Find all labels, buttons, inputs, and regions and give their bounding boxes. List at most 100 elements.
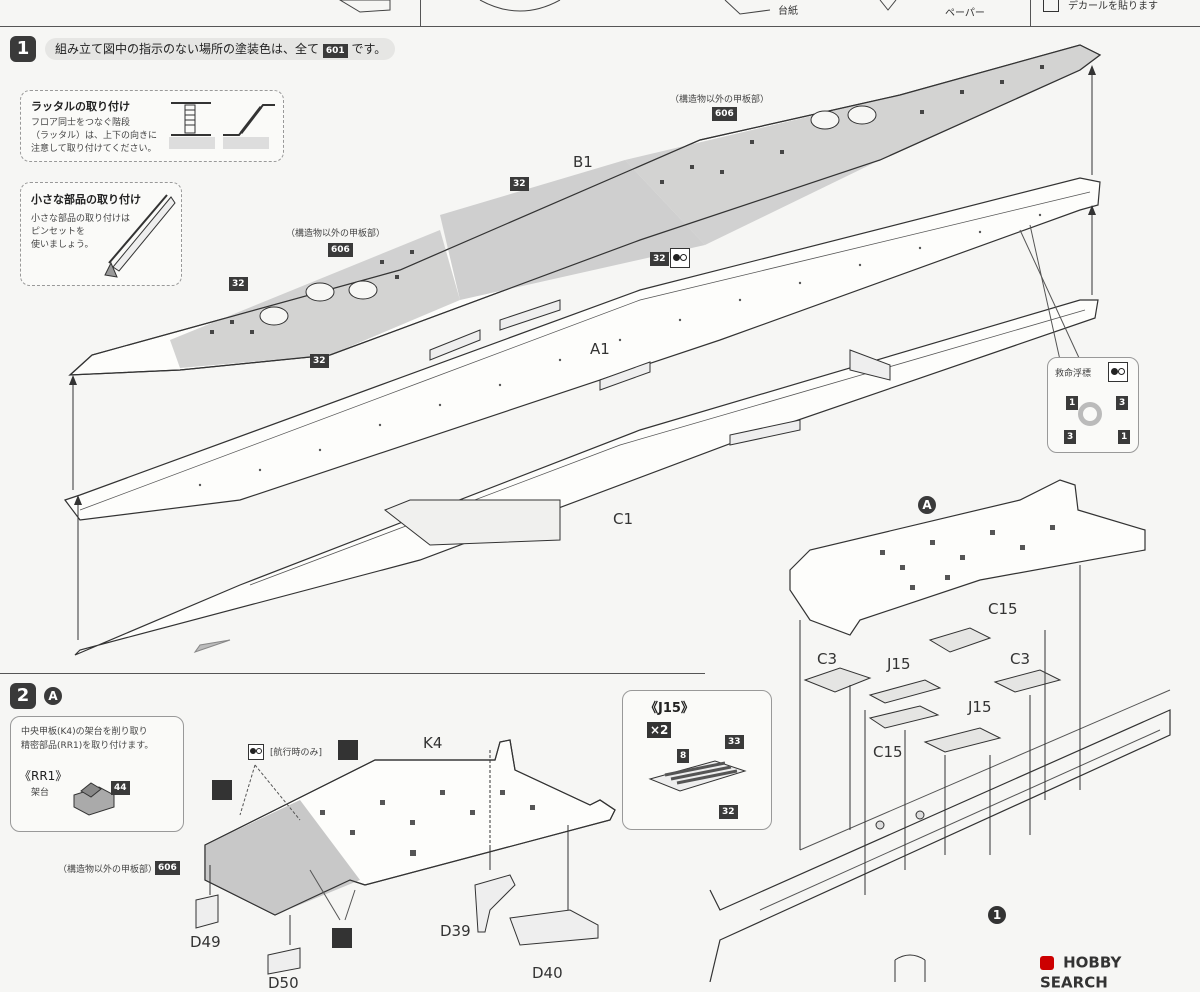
step2-marker-a: A — [44, 687, 62, 705]
small-parts-tip-line1: 小さな部品の取り付けは — [31, 214, 131, 224]
lifebuoy-title: 救命浮標 — [1055, 369, 1092, 379]
instruction-pre: 組み立て図中の指示のない場所の塗装色は、全て — [55, 42, 320, 56]
step1-ship-drawing — [64, 44, 1102, 656]
step2-deck-note-color: 606 — [155, 861, 180, 875]
ladder-tip-line3: 注意して取り付けてください。 — [31, 144, 157, 154]
deck-note-left: （構造物以外の甲板部） — [286, 229, 386, 239]
deck-note-top-color: 606 — [712, 107, 737, 121]
small-parts-tip-title: 小さな部品の取り付け — [31, 193, 141, 206]
label-daishi: 台紙 — [778, 6, 798, 17]
hobby-search-logo-mark — [1040, 955, 1054, 970]
step2-number: 2 — [10, 683, 36, 709]
b1-fittings — [210, 65, 1044, 334]
part-d40-label: D40 — [532, 964, 563, 982]
ladder-diagram — [169, 102, 275, 149]
flag-decal-icon-c — [332, 928, 352, 948]
lifebuoy-decal-icon — [1108, 362, 1128, 382]
part-a1-label: A1 — [590, 340, 610, 358]
lifebuoy-num-1b: 1 — [1118, 430, 1131, 444]
step2-note-box: 中央甲板(K4)の架台を削り取り 精密部品(RR1)を取り付けます。 《RR1》… — [10, 716, 184, 832]
part-c15-mid-label: C15 — [873, 743, 903, 761]
sailing-decal-dot-a — [250, 748, 256, 754]
lifebuoy-ring-icon — [1078, 402, 1102, 426]
deck-note-left-color: 606 — [328, 243, 353, 257]
part-j15-b-label: J15 — [968, 698, 992, 716]
j15-color-32: 32 — [719, 805, 738, 819]
step1-number: 1 — [10, 36, 36, 62]
lifebuoy-num-1a: 1 — [1066, 396, 1079, 410]
ladder-tip-title: ラッタルの取り付け — [31, 100, 130, 113]
part-c15-top-label: C15 — [988, 600, 1018, 618]
sailing-decal-icon — [248, 744, 264, 760]
sailing-note: [航行時のみ] — [270, 748, 323, 758]
step1-instruction: 組み立て図中の指示のない場所の塗装色は、全て 601 です。 — [45, 38, 395, 60]
top-divider-1 — [420, 0, 421, 26]
top-strip: 台紙 ペーパー デカールを貼ります — [0, 0, 1200, 27]
tweezers-icon — [104, 194, 176, 278]
lifebuoy-decal-dot-b — [1118, 368, 1125, 375]
step2-divider — [0, 673, 705, 674]
lifebuoy-num-3b: 3 — [1064, 430, 1077, 444]
small-parts-tip-line3: 使いましょう。 — [31, 240, 94, 250]
b1-deck-grey-center — [440, 160, 705, 300]
j15-color-33: 33 — [725, 735, 744, 749]
subassembly-deck — [789, 479, 1146, 636]
instruction-color-badge: 601 — [322, 44, 348, 58]
part-d39-label: D39 — [440, 922, 471, 940]
a1-hull-shape — [64, 177, 1101, 521]
top-parts-sketch — [339, 0, 897, 15]
rr1-part-icon — [73, 782, 115, 816]
decal-icon — [1043, 0, 1059, 12]
step2-deck-note: （構造物以外の甲板部） — [58, 865, 158, 875]
k4-deck-grey — [205, 800, 360, 915]
color-32-badge-d: 32 — [310, 354, 329, 368]
j15-multiplier: ×2 — [647, 722, 672, 738]
ladder-tip-box: ラッタルの取り付け フロア同士をつなぐ階段 （ラッタル）は、上下の向きに 注意し… — [20, 90, 284, 162]
hobby-search-logo: HOBBY SEARCH — [1040, 952, 1190, 991]
part-d49-label: D49 — [190, 933, 221, 951]
ladder-tip-line2: （ラッタル）は、上下の向きに — [31, 131, 158, 141]
j15-detail-box: 《J15》 ×2 8 33 32 — [622, 690, 772, 830]
rr1-color-badge: 44 — [111, 781, 130, 795]
b1-turrets — [259, 105, 877, 326]
step2-note-line2: 精密部品(RR1)を取り付けます。 — [21, 741, 154, 751]
part-j15-a-label: J15 — [887, 655, 911, 673]
color-32-badge-a: 32 — [510, 177, 529, 191]
ref-step-1-marker: 1 — [988, 906, 1006, 924]
decal-symbol-icon — [670, 248, 690, 268]
j15-part-icon — [648, 760, 747, 792]
b1-deck-grey-fore — [625, 45, 1100, 245]
label-decal: デカールを貼ります — [1068, 1, 1158, 12]
part-c1-label: C1 — [613, 510, 634, 528]
color-32-badge-c: 32 — [229, 277, 248, 291]
rr1-label: 《RR1》 — [19, 769, 68, 783]
j15-title: 《J15》 — [645, 701, 694, 716]
lifebuoy-box: 救命浮標 1 3 3 1 — [1047, 357, 1139, 453]
part-c3-right-label: C3 — [1010, 650, 1031, 668]
instruction-post: です。 — [351, 42, 387, 56]
j15-color-8: 8 — [677, 749, 690, 763]
flag-decal-icon-a — [338, 740, 358, 760]
flag-decal-icon-b — [212, 780, 232, 800]
subassembly-hull — [709, 709, 1171, 982]
small-parts-tip-box: 小さな部品の取り付け 小さな部品の取り付けは ピンセットを 使いましょう。 — [20, 182, 182, 286]
part-k4-label: K4 — [423, 734, 443, 752]
sailing-decal-dot-b — [256, 748, 262, 754]
subassembly-drawing — [709, 479, 1171, 982]
part-d50-label: D50 — [268, 974, 299, 992]
label-paper: ペーパー — [945, 8, 985, 19]
lifebuoy-decal-dot-a — [1111, 368, 1118, 375]
decal-symbol-dot-a — [673, 254, 680, 261]
small-parts-tip-line2: ピンセットを — [31, 227, 86, 237]
color-32-badge-b: 32 — [650, 252, 669, 266]
lifebuoy-num-3a: 3 — [1116, 396, 1129, 410]
part-c3-left-label: C3 — [817, 650, 838, 668]
decal-symbol-dot-b — [680, 254, 687, 261]
top-divider-2 — [1030, 0, 1031, 26]
rr1-sub-label: 架台 — [31, 788, 50, 798]
deck-note-top: （構造物以外の甲板部） — [670, 95, 770, 105]
step2-deck-drawing — [195, 739, 616, 975]
part-b1-label: B1 — [573, 153, 593, 171]
subassembly-a-marker: A — [918, 496, 936, 514]
ladder-tip-line1: フロア同士をつなぐ階段 — [31, 118, 131, 128]
